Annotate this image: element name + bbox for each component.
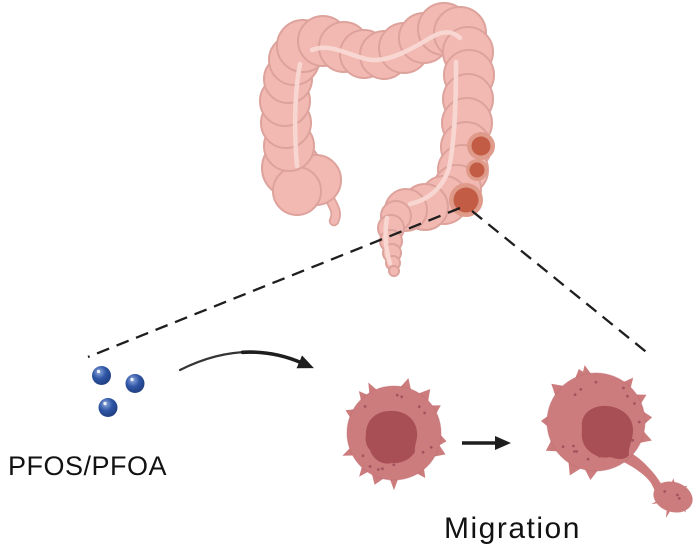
zoom-dashed-line-left xyxy=(87,206,461,359)
particle-sphere-icon xyxy=(98,398,118,417)
migrating-tumor-cell-icon xyxy=(540,365,693,518)
round-tumor-cell-icon xyxy=(342,378,447,491)
particle-sphere-icon xyxy=(92,366,111,385)
particle-sphere-icon xyxy=(125,374,145,393)
zoom-dashed-line-right xyxy=(471,210,651,356)
colon-highlight-lines xyxy=(292,30,463,266)
cell-nucleus xyxy=(365,410,418,464)
cell-pseudopod-foot xyxy=(653,481,693,513)
pfas-particles xyxy=(92,366,145,417)
tumor-icon xyxy=(471,136,491,156)
migration-label: Migration xyxy=(444,512,581,545)
tumor-cores xyxy=(453,136,491,213)
cell-granules xyxy=(561,380,641,461)
cell-granules xyxy=(361,393,433,471)
tumor-icon xyxy=(469,162,485,178)
pfos-pfoa-label: PFOS/PFOA xyxy=(8,451,168,481)
foot-granules xyxy=(663,490,681,500)
tumor-icon xyxy=(453,187,479,213)
cell-nucleus xyxy=(581,405,633,459)
zoom-dashed-lines xyxy=(87,206,651,359)
colon-illustration-icon xyxy=(259,2,495,277)
exposure-arrow-icon xyxy=(178,350,314,372)
